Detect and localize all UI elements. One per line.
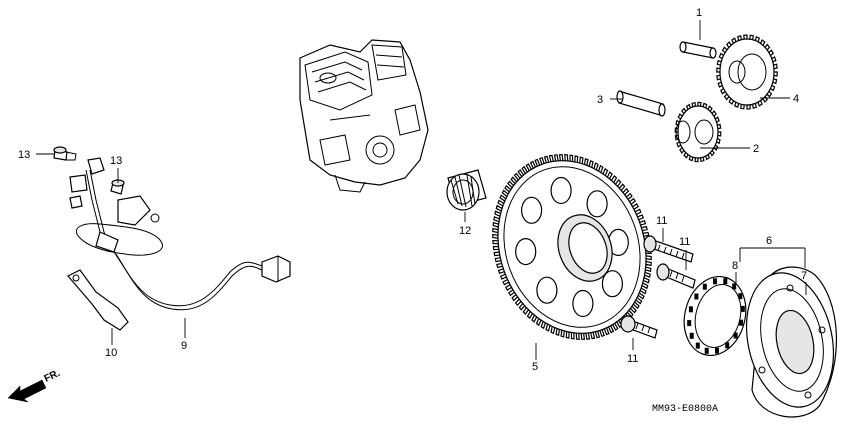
front-direction-arrow: FR. [7,368,62,403]
lightening-hole [515,238,537,266]
arrow-icon [7,379,47,403]
starter-driven-gear [492,154,652,340]
screw-upper [53,146,77,161]
clutch-roller [702,283,707,290]
screw-lower [110,179,125,195]
callout-10: 10 [105,347,117,359]
engine-illustration [299,39,429,193]
callout-1: 1 [696,7,702,19]
clutch-roller [739,319,744,326]
callout-6: 6 [766,235,772,247]
clutch-roller [689,332,694,339]
wire-guide [67,269,129,331]
lightening-hole [536,276,558,304]
clutch-roller [733,332,738,339]
callout-11-lower: 11 [627,353,638,365]
pulse-generator [69,157,163,256]
lightening-hole [586,190,608,218]
lightening-holes [515,176,629,318]
callout-labels: 1 2 3 4 5 6 7 8 9 10 11 11 11 12 13 13 [18,7,807,373]
clutch-roller [688,306,693,313]
clutch-roller [695,342,700,349]
callout-8: 8 [732,260,738,272]
lightening-hole [572,289,594,318]
one-way-clutch [683,275,747,357]
clutch-roller [732,283,737,290]
callout-4: 4 [793,93,799,105]
lightening-hole [520,196,543,224]
callout-2: 2 [753,143,759,155]
idle-gear-upper [716,34,778,110]
gear-shaft-upper [679,41,717,59]
needle-bearing [446,169,487,211]
starter-clutch-outer [745,266,838,418]
callout-12: 12 [459,225,471,237]
callout-3: 3 [597,94,603,106]
direction-label: FR. [43,368,62,385]
clutch-roller [723,278,728,285]
gear-shaft-lower [616,90,666,117]
clutch-roller [704,347,709,354]
idle-gear-lower [674,101,722,163]
callout-11-middle: 11 [679,236,690,248]
callout-5: 5 [532,361,538,373]
clutch-roller [740,305,745,312]
clutch-roller [715,347,719,354]
pulse-generator-wire [113,251,291,311]
callout-9: 9 [181,340,187,352]
clutch-roller [687,320,692,327]
callout-13-left: 13 [18,149,30,161]
callout-13-right: 13 [110,155,122,167]
lightening-hole [550,176,572,205]
diagram-code: MM93-E0800A [652,404,718,415]
callout-7: 7 [801,270,807,282]
leader-lines [36,20,807,360]
callout-11-upper: 11 [656,215,667,227]
lightening-hole [601,270,624,298]
clutch-roller [694,293,699,300]
bolt-lower [620,315,658,339]
clutch-roller [738,293,743,300]
clutch-roller [725,342,730,349]
clutch-roller [713,278,717,285]
bolt-upper [643,235,694,263]
bolt-middle [656,263,696,289]
